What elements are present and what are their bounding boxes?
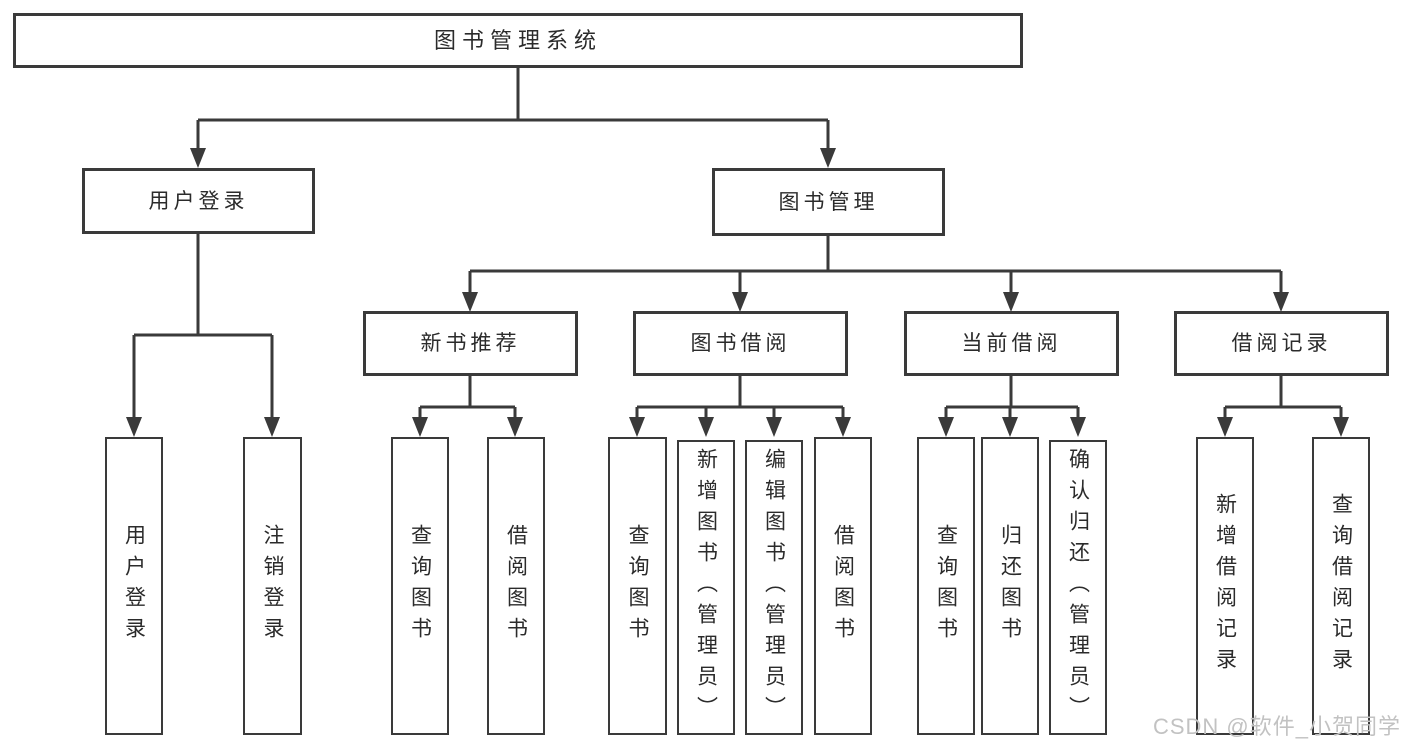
node-book-borrowing-label: 图书借阅 bbox=[690, 332, 791, 355]
connector-new-book-recommend-branch bbox=[418, 376, 517, 421]
node-borrowing-records-label: 借阅记录 bbox=[1231, 332, 1332, 355]
node-user-login: 用户登录 bbox=[82, 168, 315, 234]
csdn-watermark: CSDN @软件_小贺同学 bbox=[1152, 714, 1401, 739]
leaf-confirm-return-admin: 确认归还（管理员） bbox=[1049, 440, 1107, 735]
node-book-management: 图书管理 bbox=[712, 168, 945, 236]
connector-book-management-branch bbox=[468, 236, 1283, 297]
connector-borrowing-records-branch bbox=[1223, 376, 1343, 421]
arrowhead bbox=[1333, 417, 1349, 437]
node-library-management-system: 图书管理系统 bbox=[13, 13, 1023, 68]
arrowhead bbox=[264, 417, 280, 437]
node-user-login-label: 用户登录 bbox=[148, 189, 249, 213]
leaf-query-borrow-record: 查询借阅记录 bbox=[1312, 437, 1370, 735]
node-library-management-system-label: 图书管理系统 bbox=[433, 27, 602, 53]
connector-book-borrowing-branch bbox=[635, 376, 845, 421]
connector-current-borrowing-branch bbox=[944, 376, 1080, 421]
arrowhead bbox=[126, 417, 142, 437]
arrowhead bbox=[462, 292, 478, 312]
arrowhead bbox=[1273, 292, 1289, 312]
node-book-borrowing: 图书借阅 bbox=[633, 311, 848, 376]
leaf-query-books-borrowing-label: 查询图书 bbox=[626, 524, 649, 648]
leaf-borrow-books-borrowing-label: 借阅图书 bbox=[831, 524, 855, 648]
connector-user-login-branch bbox=[132, 234, 274, 421]
leaf-query-books-current: 查询图书 bbox=[917, 437, 975, 735]
leaf-query-books-recommend: 查询图书 bbox=[391, 437, 449, 735]
arrowhead bbox=[629, 417, 645, 437]
node-current-borrowing: 当前借阅 bbox=[904, 311, 1119, 376]
leaf-edit-books-admin-label: 编辑图书（管理员） bbox=[762, 448, 786, 727]
node-new-book-recommend: 新书推荐 bbox=[363, 311, 578, 376]
leaf-logout: 注销登录 bbox=[243, 437, 302, 735]
leaf-add-borrow-record-label: 新增借阅记录 bbox=[1213, 493, 1237, 679]
node-borrowing-records: 借阅记录 bbox=[1174, 311, 1389, 376]
node-current-borrowing-label: 当前借阅 bbox=[961, 332, 1062, 355]
arrowhead bbox=[190, 148, 206, 168]
node-new-book-recommend-label: 新书推荐 bbox=[420, 332, 521, 355]
leaf-query-borrow-record-label: 查询借阅记录 bbox=[1329, 493, 1353, 679]
leaf-add-books-admin-label: 新增图书（管理员） bbox=[694, 448, 718, 727]
arrowhead bbox=[1002, 417, 1018, 437]
leaf-add-books-admin: 新增图书（管理员） bbox=[677, 440, 735, 735]
arrowhead bbox=[412, 417, 428, 437]
arrowhead bbox=[835, 417, 851, 437]
arrowhead bbox=[820, 148, 836, 168]
arrowhead bbox=[507, 417, 523, 437]
leaf-borrow-books-borrowing: 借阅图书 bbox=[814, 437, 872, 735]
arrowhead bbox=[1003, 292, 1019, 312]
leaf-query-books-borrowing: 查询图书 bbox=[608, 437, 667, 735]
arrowhead bbox=[732, 292, 748, 312]
leaf-query-books-current-label: 查询图书 bbox=[934, 524, 958, 648]
leaf-return-books: 归还图书 bbox=[981, 437, 1039, 735]
leaf-borrow-books-recommend-label: 借阅图书 bbox=[504, 524, 528, 648]
leaf-edit-books-admin: 编辑图书（管理员） bbox=[745, 440, 803, 735]
leaf-user-login-label: 用户登录 bbox=[122, 524, 146, 648]
leaf-return-books-label: 归还图书 bbox=[998, 524, 1022, 648]
leaf-confirm-return-admin-label: 确认归还（管理员） bbox=[1066, 448, 1090, 727]
node-book-management-label: 图书管理 bbox=[778, 190, 879, 214]
leaf-logout-label: 注销登录 bbox=[261, 524, 284, 648]
arrowhead bbox=[766, 417, 782, 437]
leaf-query-books-recommend-label: 查询图书 bbox=[408, 524, 432, 648]
leaf-user-login: 用户登录 bbox=[105, 437, 163, 735]
arrowhead bbox=[698, 417, 714, 437]
arrowhead bbox=[938, 417, 954, 437]
leaf-add-borrow-record: 新增借阅记录 bbox=[1196, 437, 1254, 735]
connector-root-to-level2 bbox=[196, 68, 830, 152]
arrowhead bbox=[1070, 417, 1086, 437]
leaf-borrow-books-recommend: 借阅图书 bbox=[487, 437, 545, 735]
arrowhead bbox=[1217, 417, 1233, 437]
